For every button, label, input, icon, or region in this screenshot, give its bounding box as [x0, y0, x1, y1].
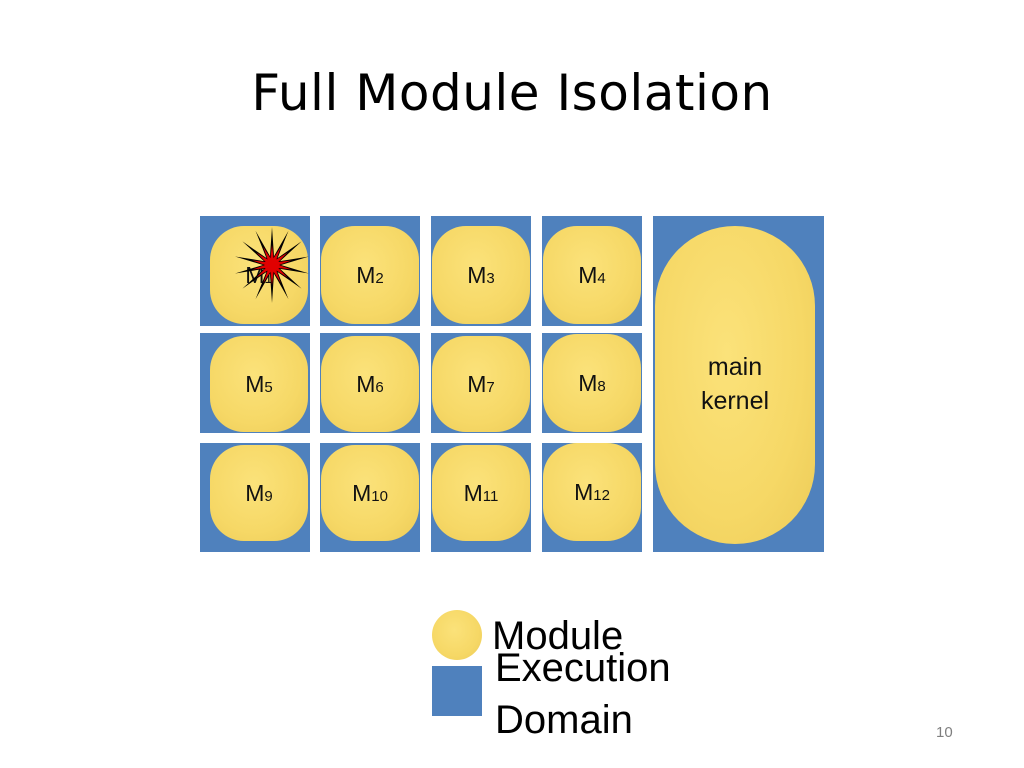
legend-module-swatch	[432, 610, 482, 660]
module-label: M	[352, 479, 372, 506]
module-subscript: 2	[375, 269, 384, 287]
legend-domain-swatch	[432, 666, 482, 716]
main-kernel: main kernel	[655, 226, 815, 544]
module-label: M	[356, 261, 376, 288]
module-subscript: 5	[264, 378, 273, 396]
legend-module-label: Module	[492, 614, 624, 658]
module-subscript: 10	[371, 487, 388, 505]
module-subscript: 12	[593, 486, 610, 504]
explosion-star-icon	[235, 227, 309, 303]
module-label: M	[574, 478, 594, 505]
module-label: M	[245, 370, 265, 397]
legend-domain-label-line2: Domain	[495, 698, 633, 742]
slide-title: Full Module Isolation	[251, 64, 773, 122]
module-label: M	[467, 370, 487, 397]
module-subscript: 7	[486, 378, 495, 396]
module-subscript: 4	[597, 269, 606, 287]
module-subscript: 8	[597, 377, 606, 395]
module-subscript: 11	[482, 487, 499, 505]
kernel-label-line1: main	[707, 353, 763, 381]
module-subscript: 9	[264, 487, 273, 505]
module-subscript: 1	[264, 269, 273, 287]
module-label: M	[463, 479, 483, 506]
legend-domain-label-line1: Execution	[495, 646, 671, 690]
page-number: 10	[936, 724, 953, 741]
kernel-label-line2: kernel	[700, 387, 770, 415]
module-label: M	[578, 369, 598, 396]
module-label: M	[467, 261, 487, 288]
module-subscript: 3	[486, 269, 495, 287]
module-label: M	[245, 479, 265, 506]
module-label: M	[356, 370, 376, 397]
module-label: M	[578, 261, 598, 288]
module-subscript: 6	[375, 378, 384, 396]
